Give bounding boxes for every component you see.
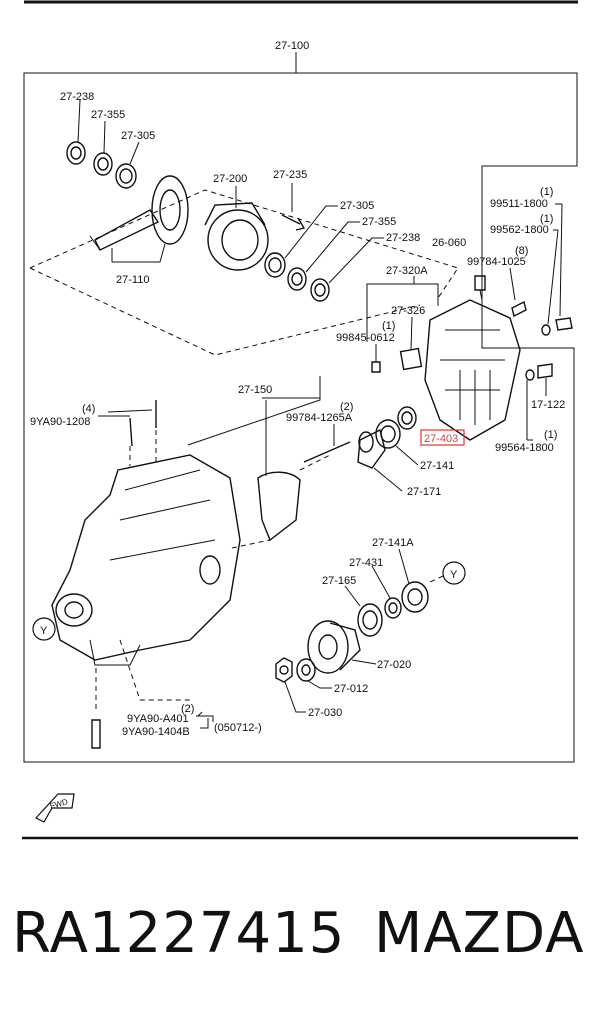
label-27-020: 27-020 <box>377 659 411 671</box>
seal-27-403 <box>397 406 417 430</box>
flange-27-020 <box>307 620 361 674</box>
label-27-171: 27-171 <box>407 486 441 498</box>
label-27-235: 27-235 <box>273 169 307 181</box>
ring-gear-27-110 <box>89 175 189 251</box>
label-17-122: 17-122 <box>531 399 565 411</box>
label-y-right: Y <box>450 569 458 581</box>
label-99511-qty: (1) <box>540 186 553 198</box>
label-27-030: 27-030 <box>308 707 342 719</box>
brand-name: MAZDA <box>374 901 584 966</box>
part-number: RA1227415 <box>12 901 345 966</box>
label-9ya90-a401-qty: (2) <box>181 703 194 715</box>
fwd-arrow-icon <box>35 793 75 823</box>
label-99784b-qty: (2) <box>340 401 353 413</box>
seal-27-165 <box>357 603 383 637</box>
label-99784-qty: (8) <box>515 245 528 257</box>
spacer-27-431 <box>384 597 402 619</box>
label-27-355-b: 27-355 <box>362 216 396 228</box>
rear-cover-27-320a <box>424 299 521 441</box>
label-27-305-b: 27-305 <box>340 200 374 212</box>
washer-27-012 <box>296 658 316 682</box>
seal-27-238-left <box>66 141 86 165</box>
label-99511-1800: 99511-1800 <box>490 198 548 210</box>
label-99562-qty: (1) <box>540 213 553 225</box>
label-9ya90-1404b: 9YA90-1404B <box>122 726 190 738</box>
diff-carrier-housing <box>51 454 241 666</box>
label-27-305-a: 27-305 <box>121 130 155 142</box>
dashed-envelope <box>29 189 459 356</box>
label-fwd: FWD <box>49 797 69 810</box>
label-99564-1800: 99564-1800 <box>495 442 554 454</box>
label-99845-qty: (1) <box>382 320 395 332</box>
label-9ya90-1208: 9YA90-1208 <box>30 416 90 428</box>
label-plate-27-326 <box>399 347 423 371</box>
label-27-150: 27-150 <box>238 384 272 396</box>
label-9ya90-1208-qty: (4) <box>82 403 95 415</box>
diff-case-27-200 <box>204 202 269 271</box>
assembly-frame <box>23 72 578 763</box>
label-27-141: 27-141 <box>420 460 454 472</box>
highlight-27-403 <box>420 429 465 446</box>
label-27-200: 27-200 <box>213 173 247 185</box>
marker-y-right <box>442 561 466 585</box>
label-date-range: (050712-) <box>214 722 262 734</box>
label-27-110: 27-110 <box>116 274 149 286</box>
label-27-355-a: 27-355 <box>91 109 125 121</box>
seal-27-238-right <box>310 278 330 302</box>
bearing-27-141 <box>375 419 401 449</box>
nut-27-030 <box>275 657 293 683</box>
label-y-left: Y <box>40 625 48 637</box>
bearing-27-141a <box>401 581 429 613</box>
label-99845-0612: 99845-0612 <box>336 332 395 344</box>
label-27-431: 27-431 <box>349 557 383 569</box>
label-99564-qty: (1) <box>544 429 557 441</box>
label-99784-1025: 99784-1025 <box>467 256 526 268</box>
label-27-100: 27-100 <box>275 40 309 52</box>
label-27-320a: 27-320A <box>386 265 428 277</box>
bearing-27-171 <box>357 428 386 469</box>
marker-y-left <box>32 617 56 641</box>
label-27-165: 27-165 <box>322 575 356 587</box>
label-99784-1265a: 99784-1265A <box>286 412 353 424</box>
seal-27-355-right <box>287 267 307 291</box>
bolt-27-235 <box>281 214 306 231</box>
label-27-141a: 27-141A <box>372 537 414 549</box>
label-9ya90-a401: 9YA90-A401 <box>127 713 189 725</box>
label-27-238-a: 27-238 <box>60 91 94 103</box>
bearing-27-305-right <box>264 252 286 278</box>
seal-27-355-left <box>93 152 113 176</box>
label-27-326: 27-326 <box>391 305 425 317</box>
bearing-27-305-left <box>115 163 137 189</box>
label-26-060: 26-060 <box>432 237 466 249</box>
label-27-238-b: 27-238 <box>386 232 420 244</box>
label-27-403: 27-403 <box>424 433 458 445</box>
label-27-012: 27-012 <box>334 683 368 695</box>
label-99562-1800: 99562-1800 <box>490 224 549 236</box>
bearing-cap-27-150 <box>257 471 301 542</box>
